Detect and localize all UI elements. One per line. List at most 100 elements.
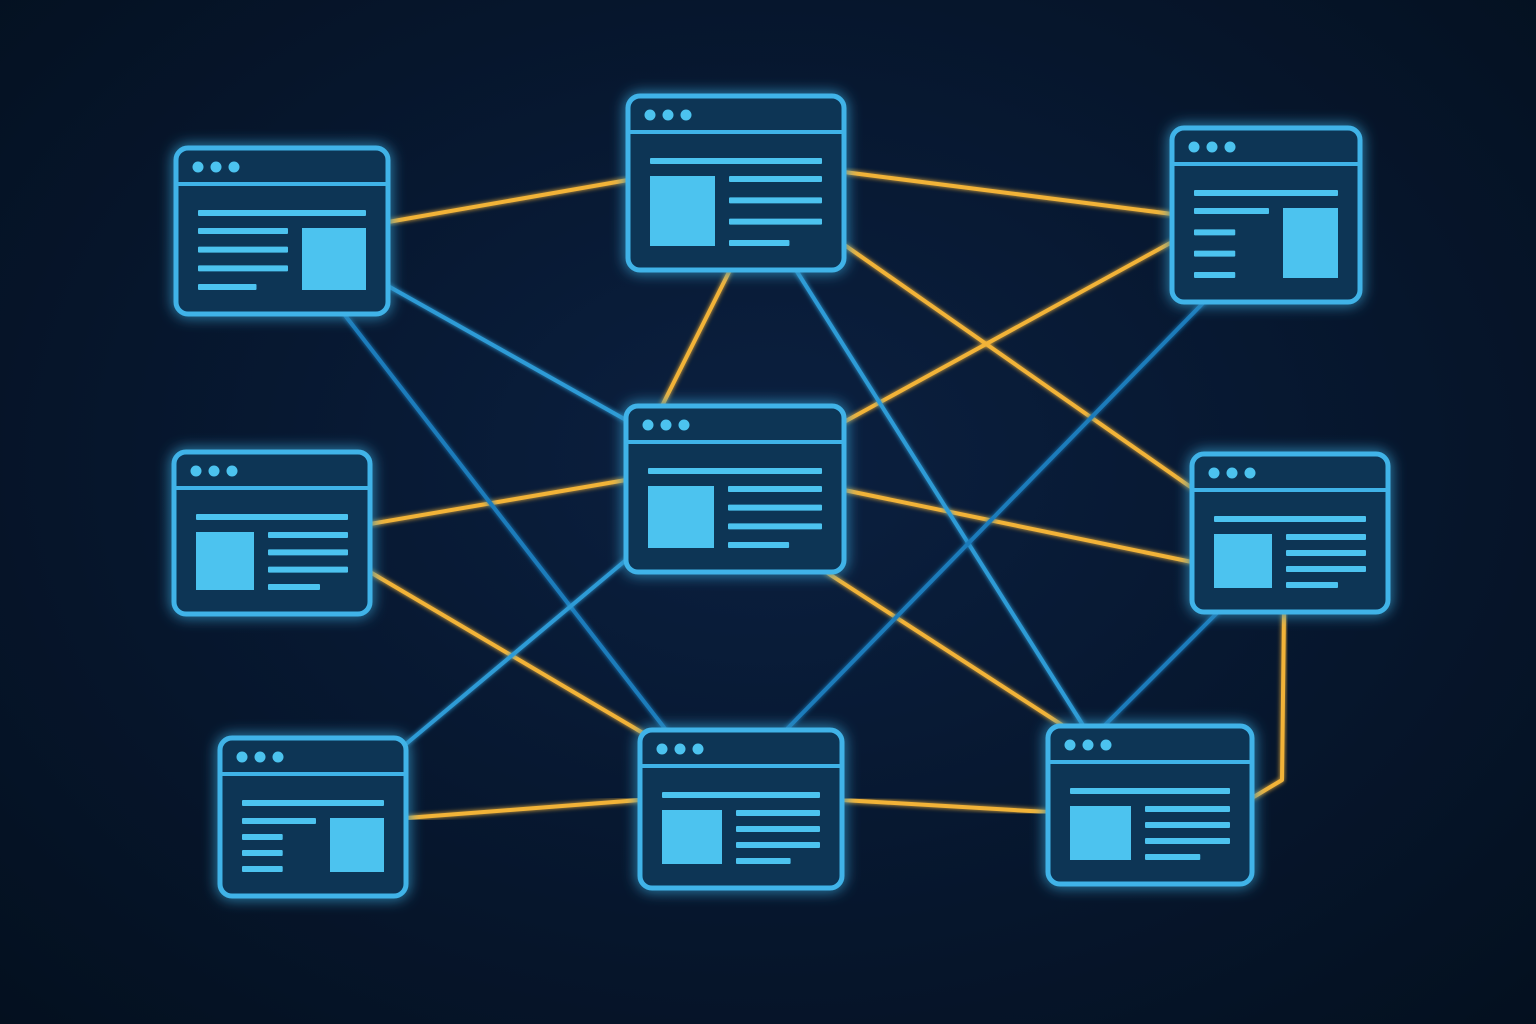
content-line bbox=[662, 792, 820, 798]
content-line bbox=[736, 810, 820, 816]
window-dot-icon bbox=[190, 465, 202, 477]
content-line bbox=[729, 218, 822, 225]
content-line bbox=[736, 858, 791, 864]
browser-window-icon bbox=[1045, 723, 1255, 887]
window-dot-icon bbox=[1226, 467, 1238, 479]
link-n7-n8 bbox=[404, 798, 642, 820]
content-line bbox=[198, 246, 288, 253]
link-n2-n6 bbox=[844, 244, 1194, 490]
node-window-n9[interactable] bbox=[1045, 723, 1255, 887]
window-dot-icon bbox=[208, 465, 220, 477]
window-dot-icon bbox=[1206, 141, 1218, 153]
content-image-block bbox=[1070, 806, 1131, 860]
browser-window-icon bbox=[171, 449, 373, 617]
content-image-block bbox=[1283, 208, 1338, 278]
window-dot-icon bbox=[692, 743, 704, 755]
window-dot-icon bbox=[674, 743, 686, 755]
link-n4-n8 bbox=[368, 570, 650, 738]
link-n3-n8 bbox=[784, 298, 1208, 732]
link-n2-n5 bbox=[660, 268, 732, 408]
content-line bbox=[729, 176, 822, 182]
content-line bbox=[1194, 272, 1236, 278]
content-line bbox=[1070, 788, 1230, 794]
link-n2-n3 bbox=[842, 170, 1174, 216]
content-image-block bbox=[302, 228, 366, 290]
content-line bbox=[196, 514, 348, 520]
link-n1-n2 bbox=[386, 178, 630, 224]
node-window-n5[interactable] bbox=[623, 403, 847, 575]
content-image-block bbox=[650, 176, 715, 246]
window-dot-icon bbox=[254, 751, 266, 763]
content-line bbox=[268, 532, 348, 538]
node-window-n7[interactable] bbox=[217, 735, 409, 899]
window-dot-icon bbox=[1188, 141, 1200, 153]
window-dot-icon bbox=[210, 161, 222, 173]
window-dot-icon bbox=[1224, 141, 1236, 153]
content-line bbox=[1145, 838, 1230, 844]
content-line bbox=[1286, 534, 1366, 540]
content-image-block bbox=[648, 486, 714, 548]
links-layer bbox=[276, 170, 1286, 820]
window-dot-icon bbox=[1082, 739, 1094, 751]
browser-window-icon bbox=[623, 403, 847, 575]
content-line bbox=[648, 468, 822, 474]
link-n4-n5 bbox=[368, 478, 628, 526]
node-window-n6[interactable] bbox=[1189, 451, 1391, 615]
node-window-n2[interactable] bbox=[625, 93, 847, 273]
window-frame bbox=[1045, 723, 1255, 887]
content-line bbox=[1194, 190, 1338, 196]
browser-window-icon bbox=[1169, 125, 1363, 305]
content-line bbox=[1286, 566, 1366, 572]
window-dot-icon bbox=[662, 109, 674, 121]
content-line bbox=[268, 549, 348, 556]
window-frame bbox=[637, 727, 845, 891]
window-dot-icon bbox=[1100, 739, 1112, 751]
browser-window-icon bbox=[217, 735, 409, 899]
content-line bbox=[729, 197, 822, 204]
link-n9-n6 bbox=[1250, 610, 1286, 800]
content-line bbox=[268, 584, 320, 590]
node-window-n1[interactable] bbox=[173, 145, 391, 317]
content-line bbox=[198, 284, 257, 290]
content-line bbox=[1286, 550, 1366, 556]
content-line bbox=[728, 486, 822, 492]
content-line bbox=[650, 158, 822, 164]
node-window-n8[interactable] bbox=[637, 727, 845, 891]
content-line bbox=[1194, 208, 1269, 214]
link-n5-n9 bbox=[824, 570, 1078, 736]
content-line bbox=[242, 850, 283, 856]
node-window-n3[interactable] bbox=[1169, 125, 1363, 305]
content-line bbox=[198, 228, 288, 234]
content-line bbox=[1145, 806, 1230, 812]
content-line bbox=[1286, 582, 1338, 588]
content-image-block bbox=[196, 532, 254, 590]
content-image-block bbox=[330, 818, 384, 872]
window-dot-icon bbox=[656, 743, 668, 755]
content-line bbox=[268, 566, 348, 573]
window-dot-icon bbox=[642, 419, 654, 431]
content-line bbox=[198, 265, 288, 272]
window-dot-icon bbox=[1208, 467, 1220, 479]
content-line bbox=[1145, 854, 1201, 860]
link-n3-n5 bbox=[842, 240, 1174, 424]
window-dot-icon bbox=[680, 109, 692, 121]
window-dot-icon bbox=[1244, 467, 1256, 479]
content-line bbox=[1145, 822, 1230, 828]
content-line bbox=[1214, 516, 1366, 522]
link-n1-n5 bbox=[386, 284, 628, 422]
content-line bbox=[1194, 229, 1236, 236]
link-n8-n9 bbox=[840, 798, 1050, 814]
browser-window-icon bbox=[173, 145, 391, 317]
link-n5-n7 bbox=[404, 558, 628, 746]
window-dot-icon bbox=[644, 109, 656, 121]
nodes-layer bbox=[171, 93, 1391, 899]
node-window-n4[interactable] bbox=[171, 449, 373, 617]
content-line bbox=[728, 542, 790, 548]
content-line bbox=[729, 240, 790, 246]
link-n2-n9 bbox=[794, 268, 1088, 732]
link-n5-n6 bbox=[842, 488, 1194, 564]
browser-window-icon bbox=[1189, 451, 1391, 615]
browser-window-icon bbox=[625, 93, 847, 273]
window-dot-icon bbox=[660, 419, 672, 431]
